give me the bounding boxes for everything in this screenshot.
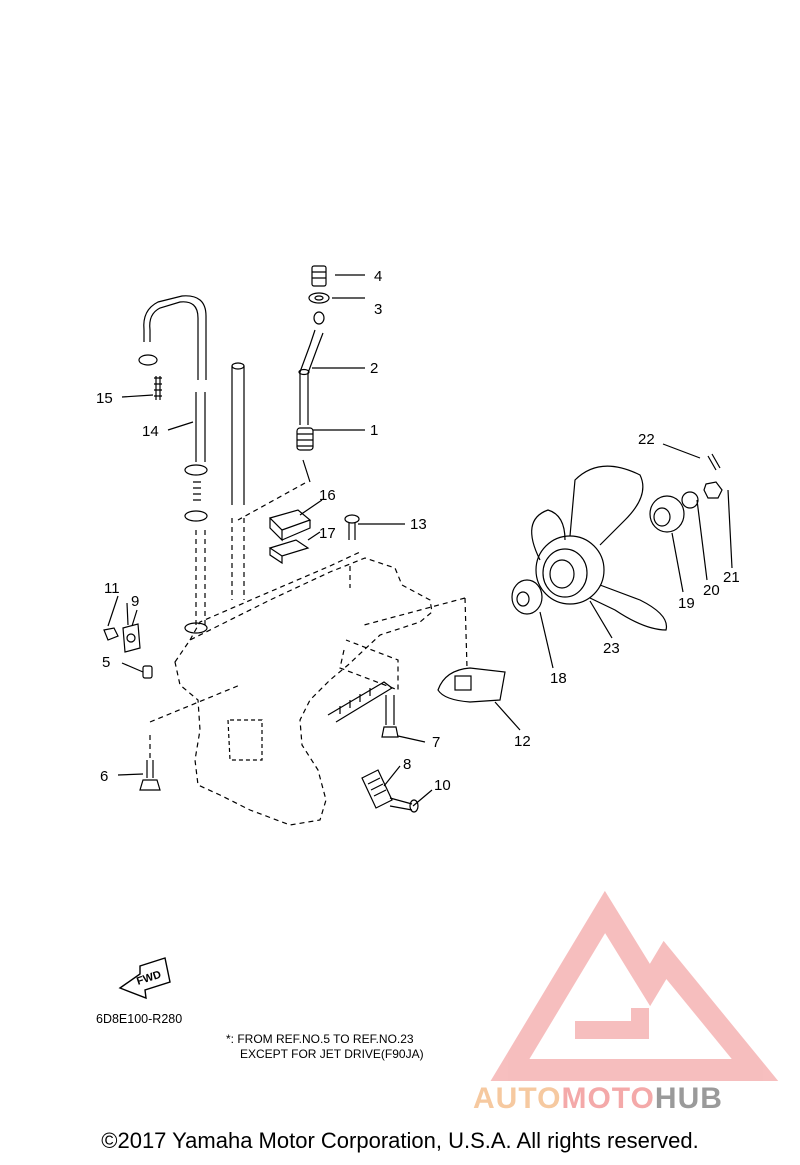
- propeller-shaft: [327, 681, 394, 723]
- drive-shaft: [231, 366, 245, 505]
- propeller-23: [531, 465, 668, 631]
- part-5-pin: [142, 665, 153, 679]
- callout-12: 12: [514, 733, 531, 750]
- part-8-plate: [361, 769, 393, 809]
- callout-13: 13: [410, 516, 427, 533]
- part-12-anode: [437, 667, 506, 703]
- diagram-code: 6D8E100-R280: [96, 1012, 182, 1026]
- callout-23: 23: [603, 640, 620, 657]
- part-9-bracket: [122, 623, 141, 653]
- note-line-2: EXCEPT FOR JET DRIVE(F90JA): [240, 1047, 424, 1061]
- callout-2: 2: [370, 360, 378, 377]
- copyright: ©2017 Yamaha Motor Corporation, U.S.A. A…: [101, 1128, 699, 1153]
- part-17-seal: [268, 539, 310, 565]
- watermark-auto: AUTO: [473, 1082, 562, 1115]
- part-11-nut: [103, 627, 119, 641]
- watermark-hub: HUB: [654, 1082, 723, 1115]
- part-18-spacer: [511, 579, 543, 615]
- water-hose-lower: [195, 392, 206, 462]
- note-line-1: *: FROM REF.NO.5 TO REF.NO.23: [226, 1032, 414, 1046]
- part-20-washer: [681, 491, 699, 509]
- grommet-15: [154, 376, 162, 400]
- callout-3: 3: [374, 301, 382, 318]
- hose-clamp: [184, 464, 208, 476]
- callout-4: 4: [374, 268, 382, 285]
- callout-1: 1: [370, 422, 378, 439]
- callout-17: 17: [319, 525, 336, 542]
- part-22-cotter-pin: [707, 453, 721, 471]
- automotohub-logo: [490, 890, 779, 1081]
- callout-16: 16: [319, 487, 336, 504]
- callout-18: 18: [550, 670, 567, 687]
- callout-7: 7: [432, 734, 440, 751]
- callout-9: 9: [131, 593, 139, 610]
- hose-clamp: [184, 510, 208, 522]
- part-1-grommet: [296, 427, 314, 451]
- part-6-bolt: [139, 779, 161, 791]
- part-16-rubber: [268, 509, 312, 542]
- watermark-text: AUTOMOTOHUB: [473, 1082, 723, 1116]
- callout-22: 22: [638, 431, 655, 448]
- callout-6: 6: [100, 768, 108, 785]
- callout-21: 21: [723, 569, 740, 586]
- water-hose-upper: [149, 301, 199, 380]
- callout-14: 14: [142, 423, 159, 440]
- hose-clamp: [138, 354, 158, 366]
- part-3-washer: [308, 292, 330, 304]
- callout-5: 5: [102, 654, 110, 671]
- callout-20: 20: [703, 582, 720, 599]
- callout-19: 19: [678, 595, 695, 612]
- watermark-moto: MOTO: [561, 1082, 655, 1115]
- water-pipe: [299, 329, 324, 425]
- callout-10: 10: [434, 777, 451, 794]
- part-21-nut: [703, 481, 723, 499]
- part-4-plug: [311, 265, 327, 287]
- callout-8: 8: [403, 756, 411, 773]
- fwd-arrow-icon: FWD: [118, 957, 171, 1000]
- part-19-washer: [649, 495, 685, 533]
- callout-15: 15: [96, 390, 113, 407]
- callout-11: 11: [104, 580, 120, 597]
- gear-case: [174, 557, 433, 826]
